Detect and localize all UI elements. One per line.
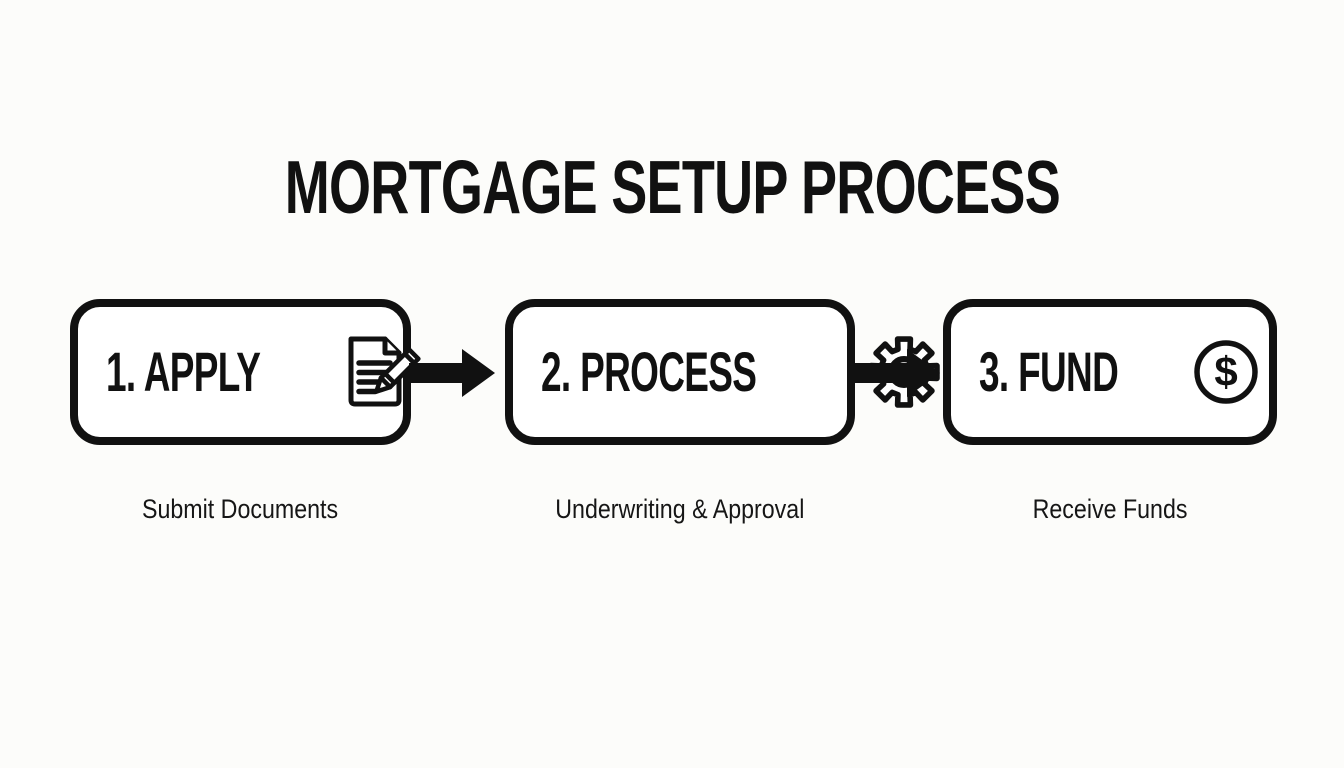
flow-arrow-process-to-fund	[854, 349, 940, 397]
step-label-apply: 1. APPLY	[106, 340, 261, 403]
step-box-process: 2. PROCESS	[505, 299, 940, 445]
step-box-fund: 3. FUND $	[943, 299, 1277, 445]
step-caption-apply: Submit Documents	[142, 494, 339, 524]
diagram-title: MORTGAGE SETUP PROCESS	[0, 150, 1344, 225]
dollar-glyph: $	[1214, 348, 1237, 395]
dollar-circle-icon: $	[1190, 336, 1262, 408]
step-caption-process: Underwriting & Approval	[555, 494, 805, 524]
step-label-fund: 3. FUND	[979, 340, 1119, 403]
step-box-apply: 1. APPLY	[70, 299, 421, 445]
flow-arrow-apply-to-process	[409, 349, 495, 397]
document-pencil-icon	[340, 334, 422, 410]
step-caption-fund: Receive Funds	[1032, 494, 1188, 524]
step-label-process: 2. PROCESS	[541, 340, 757, 403]
diagram-title-text: MORTGAGE SETUP PROCESS	[284, 145, 1060, 229]
